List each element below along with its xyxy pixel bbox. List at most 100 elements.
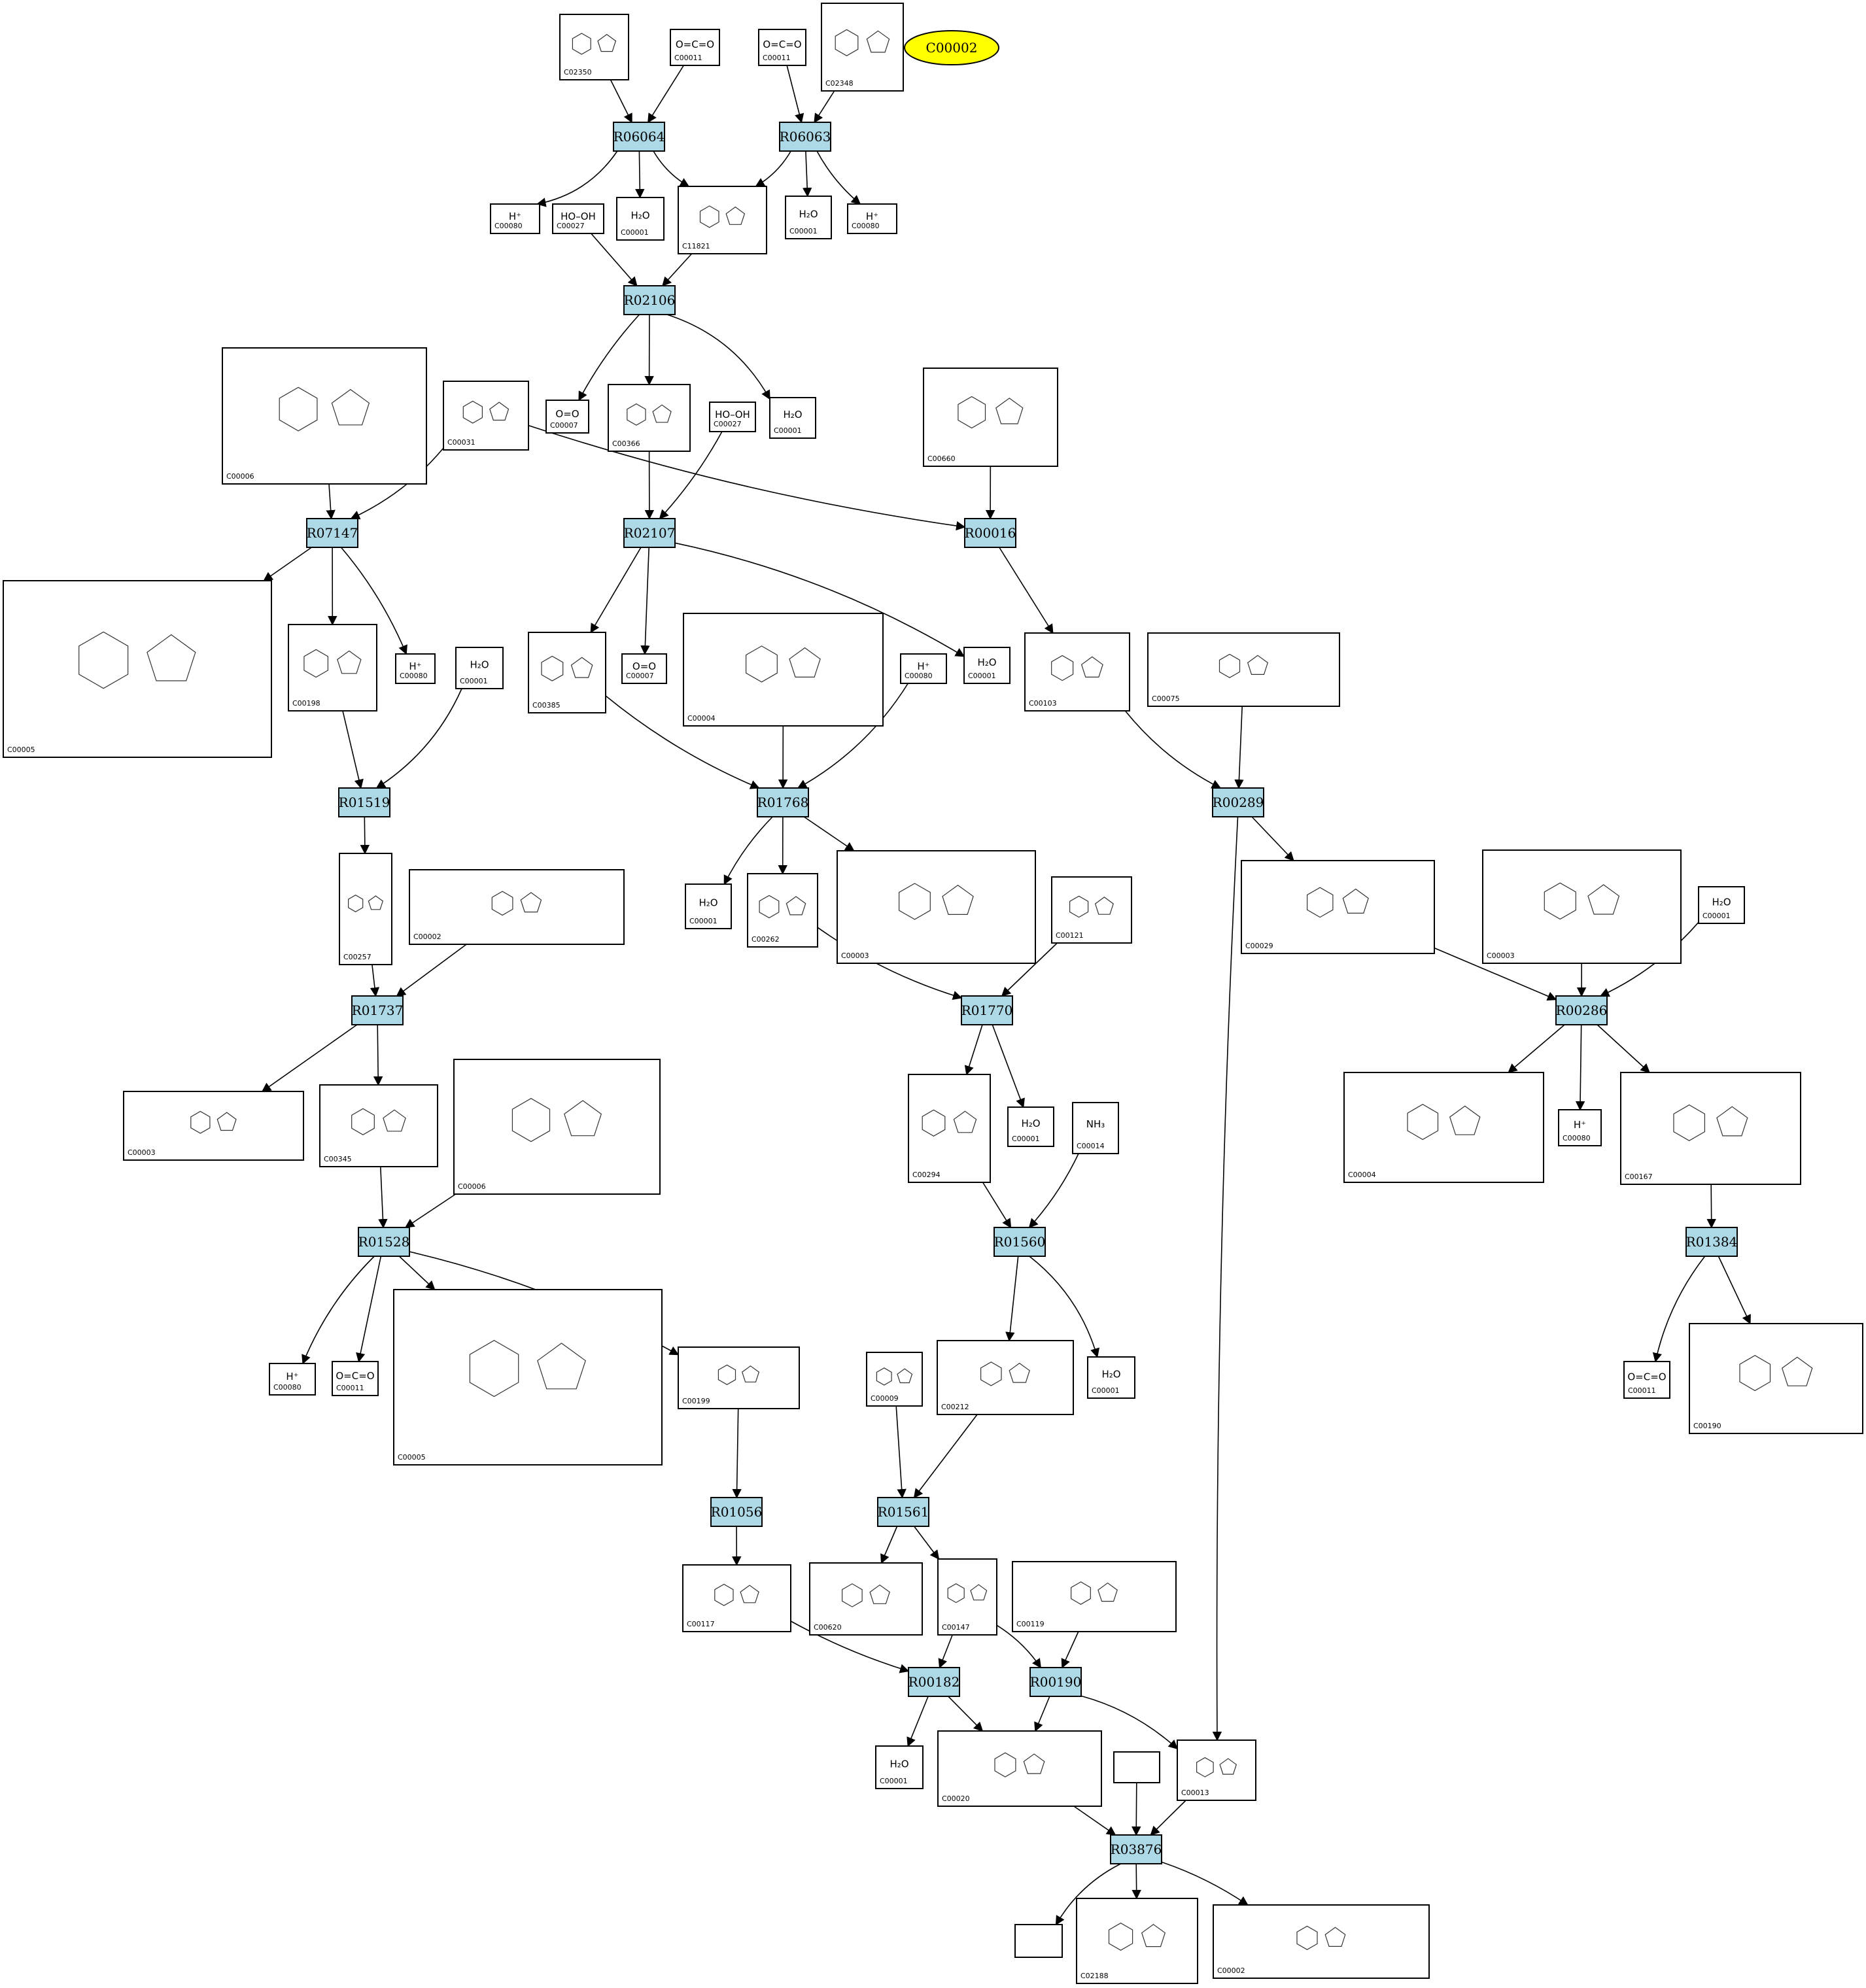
reaction-box[interactable] [623, 518, 676, 548]
compound-box[interactable] [678, 186, 767, 254]
compound-box[interactable] [1241, 860, 1435, 954]
compound-c00020[interactable]: C00020 [937, 1730, 1102, 1807]
compound-box[interactable] [937, 1730, 1102, 1807]
compound-box[interactable] [3, 580, 272, 758]
reaction-R01737[interactable]: R01737 [351, 995, 404, 1025]
compound-c02188[interactable]: C02188 [1076, 1898, 1198, 1984]
reaction-R01768[interactable]: R01768 [757, 787, 809, 817]
compound-box[interactable] [1343, 1072, 1544, 1183]
compound-c00080_e[interactable]: H⁺C00080 [1558, 1109, 1602, 1146]
compound-box[interactable] [545, 400, 589, 434]
compound-c00029[interactable]: C00029 [1241, 860, 1435, 954]
compound-box[interactable] [123, 1091, 304, 1161]
reaction-box[interactable] [306, 518, 358, 548]
reaction-box[interactable] [993, 1227, 1046, 1257]
compound-c00198[interactable]: C00198 [288, 624, 377, 711]
compound-c00121[interactable]: C00121 [1051, 876, 1132, 944]
compound-c00005_a[interactable]: C00005 [3, 580, 272, 758]
reaction-box[interactable] [757, 787, 809, 817]
reaction-box[interactable] [1029, 1667, 1082, 1697]
reaction-R03876[interactable]: R03876 [1110, 1834, 1162, 1864]
reaction-R01528[interactable]: R01528 [358, 1227, 410, 1257]
reaction-box[interactable] [358, 1227, 410, 1257]
compound-box[interactable] [758, 29, 806, 66]
compound-c00147[interactable]: C00147 [937, 1558, 997, 1636]
compound-box[interactable] [616, 197, 665, 241]
reaction-R00016[interactable]: R00016 [964, 518, 1016, 548]
compound-box[interactable] [1113, 1751, 1160, 1783]
compound-box[interactable] [222, 347, 427, 485]
reaction-R01519[interactable]: R01519 [338, 787, 390, 817]
compound-box[interactable] [821, 3, 904, 92]
compound-box[interactable] [683, 613, 884, 727]
reaction-R06064[interactable]: R06064 [613, 122, 665, 152]
compound-box[interactable] [1014, 1924, 1063, 1958]
compound-c00212[interactable]: C00212 [937, 1340, 1074, 1415]
compound-box[interactable] [685, 883, 732, 929]
compound-c00002_b[interactable]: C00002 [1213, 1904, 1430, 1979]
compound-c00013[interactable]: C00013 [1177, 1740, 1256, 1801]
compound-c00345[interactable]: C00345 [319, 1084, 438, 1167]
compound-c00294[interactable]: C00294 [908, 1074, 991, 1183]
reaction-box[interactable] [710, 1497, 763, 1527]
compound-box[interactable] [847, 203, 897, 234]
compound-box[interactable] [332, 1361, 379, 1396]
compound-c00103[interactable]: C00103 [1024, 632, 1130, 711]
reaction-box[interactable] [1555, 995, 1608, 1025]
compound-box[interactable] [837, 850, 1036, 964]
compound-blank_a[interactable] [1113, 1751, 1160, 1783]
highlight-node[interactable]: C00002 [904, 30, 999, 65]
compound-box[interactable] [1024, 632, 1130, 711]
compound-c00005_b[interactable]: C00005 [393, 1289, 663, 1465]
compound-box[interactable] [682, 1564, 791, 1632]
compound-c00385[interactable]: C00385 [528, 632, 606, 713]
compound-c00002_a[interactable]: C00002 [409, 869, 625, 945]
compound-box[interactable] [1177, 1740, 1256, 1801]
reaction-box[interactable] [964, 518, 1016, 548]
compound-c00006_a[interactable]: C00006 [222, 347, 427, 485]
compound-box[interactable] [769, 397, 816, 439]
compound-box[interactable] [288, 624, 377, 711]
compound-c02350[interactable]: C02350 [559, 14, 629, 80]
reaction-box[interactable] [779, 122, 831, 152]
reaction-box[interactable] [1685, 1227, 1738, 1257]
compound-box[interactable] [1012, 1561, 1177, 1632]
compound-box[interactable] [937, 1340, 1074, 1415]
compound-box[interactable] [1087, 1356, 1135, 1399]
compound-c11821[interactable]: C11821 [678, 186, 767, 254]
reaction-R01384[interactable]: R01384 [1685, 1227, 1738, 1257]
compound-box[interactable] [269, 1363, 316, 1396]
reaction-box[interactable] [908, 1667, 960, 1697]
compound-c00167[interactable]: C00167 [1620, 1072, 1801, 1185]
compound-box[interactable] [1689, 1323, 1863, 1434]
compound-box[interactable] [621, 653, 667, 684]
compound-box[interactable] [1147, 632, 1340, 707]
compound-box[interactable] [1072, 1102, 1119, 1154]
reaction-R02106[interactable]: R02106 [623, 285, 676, 315]
compound-c02348[interactable]: C02348 [821, 3, 904, 92]
compound-box[interactable] [678, 1346, 800, 1409]
compound-c00190[interactable]: C00190 [1689, 1323, 1863, 1434]
compound-box[interactable] [908, 1074, 991, 1183]
reaction-R01561[interactable]: R01561 [877, 1497, 929, 1527]
highlight-ellipse[interactable] [904, 30, 999, 65]
compound-box[interactable] [1623, 1361, 1670, 1399]
compound-box[interactable] [900, 653, 947, 684]
compound-c00119[interactable]: C00119 [1012, 1561, 1177, 1632]
compound-c00031[interactable]: C00031 [443, 381, 529, 451]
compound-box[interactable] [395, 653, 436, 684]
reaction-R00289[interactable]: R00289 [1212, 787, 1264, 817]
compound-c00003_a[interactable]: C00003 [837, 850, 1036, 964]
reaction-box[interactable] [351, 995, 404, 1025]
compound-c00199[interactable]: C00199 [678, 1346, 800, 1409]
compound-box[interactable] [1620, 1072, 1801, 1185]
reaction-box[interactable] [961, 995, 1013, 1025]
